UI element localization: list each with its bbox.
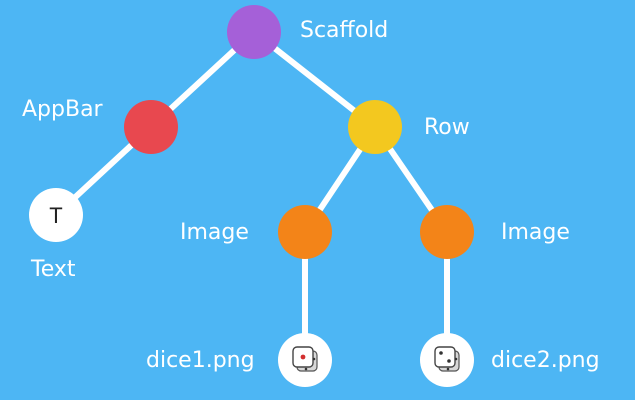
image-right-label: Image [501,220,570,245]
image-left-node [278,205,332,259]
row-label: Row [424,115,470,140]
dice1-label: dice1.png [146,348,255,373]
scaffold-label: Scaffold [300,18,389,43]
dice2-label: dice2.png [491,348,600,373]
image-right-node [420,205,474,259]
appbar-node [124,100,178,154]
text-label: Text [31,257,76,282]
dice-icon [292,346,318,372]
row-node [348,100,402,154]
text-node-glyph: T [49,203,62,228]
appbar-label: AppBar [22,97,103,122]
image-left-label: Image [180,220,249,245]
scaffold-node [227,5,281,59]
text-node [29,188,83,242]
dice-icon [434,346,460,372]
